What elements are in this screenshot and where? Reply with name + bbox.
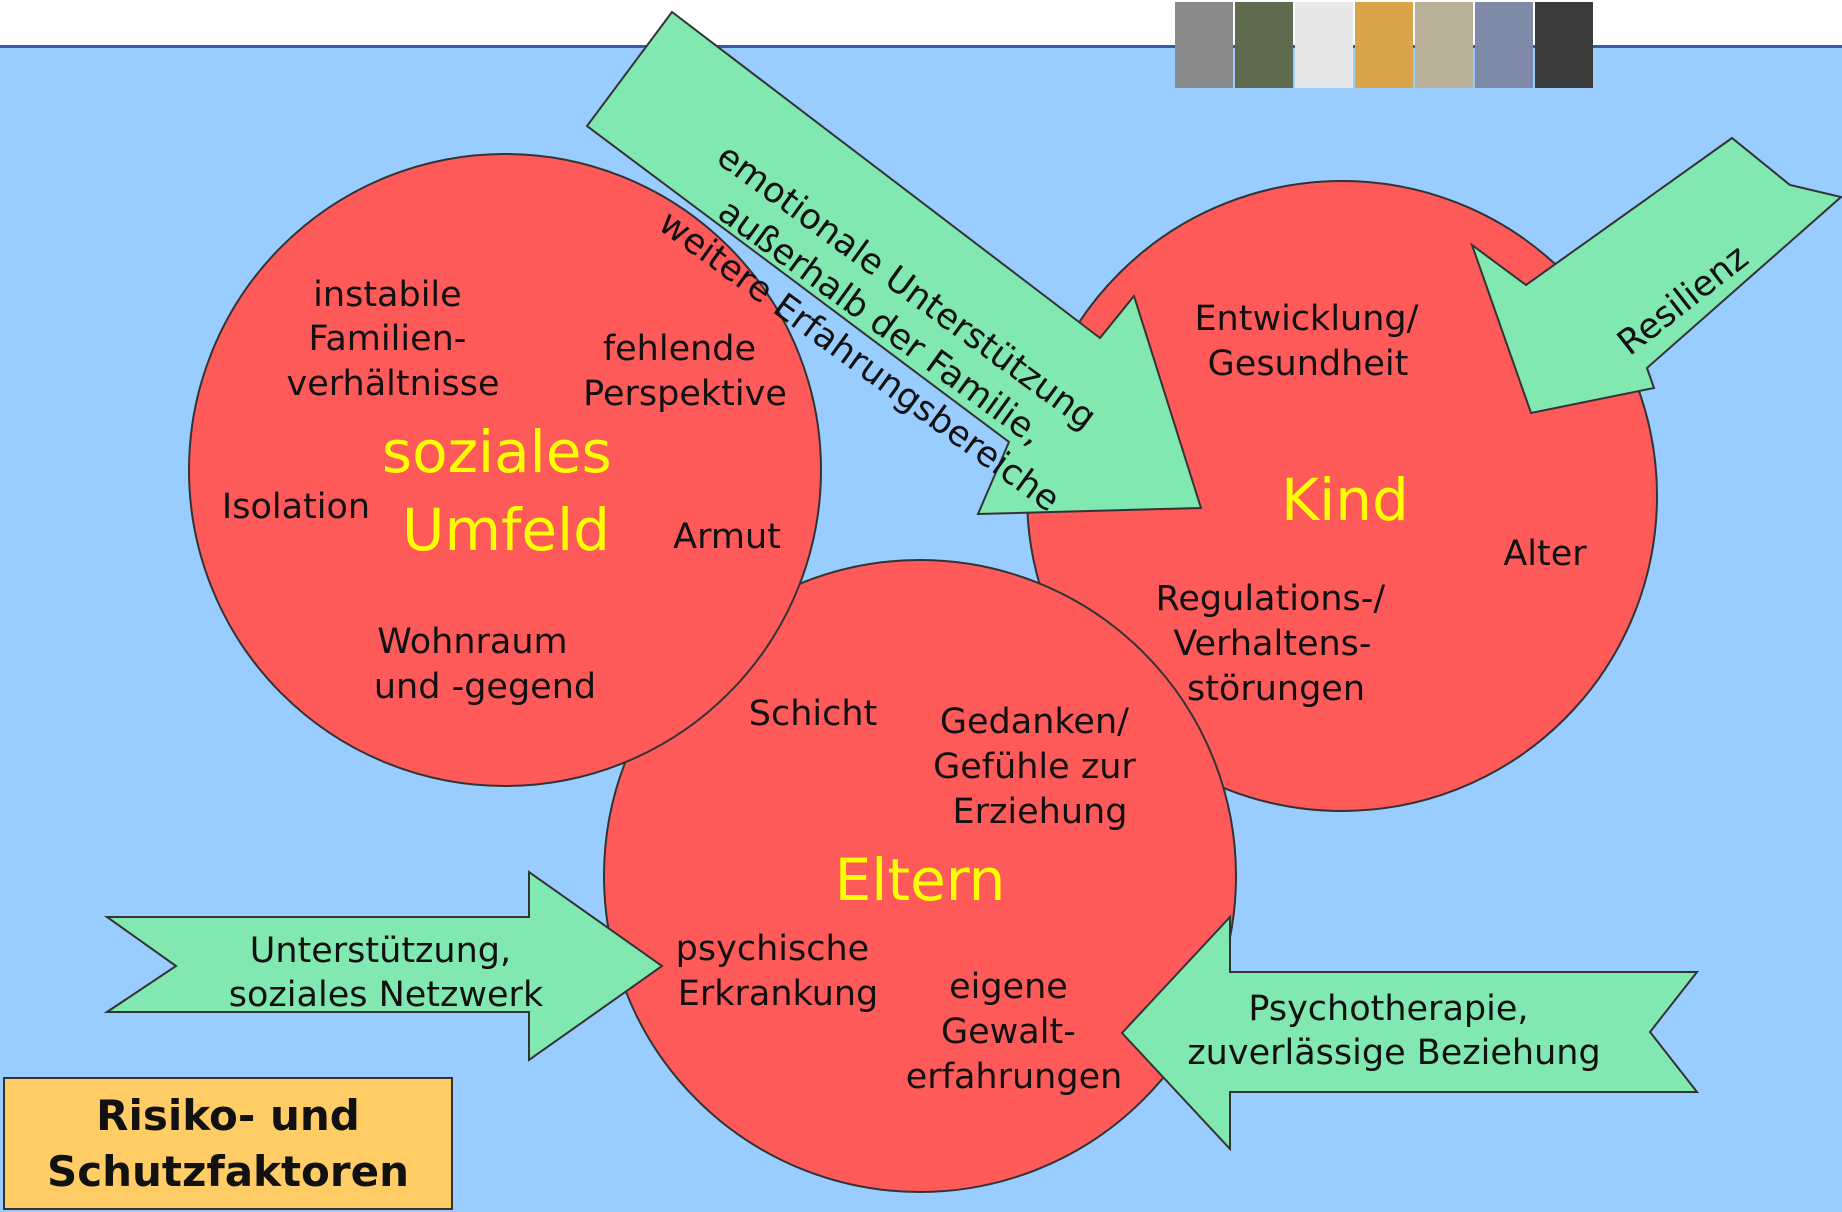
circle-eltern <box>603 559 1237 1193</box>
title-line: Schutzfaktoren <box>46 1146 410 1196</box>
label-line: störungen <box>1187 669 1365 709</box>
handcuffs-photo-icon <box>1535 2 1593 88</box>
label-gedanken-gefuehle: Gedanken/ Gefühle zur Erziehung <box>933 702 1147 832</box>
label-line: instabile <box>313 275 462 315</box>
label-isolation: Isolation <box>222 487 370 527</box>
label-line: Wohnraum <box>377 622 567 662</box>
label-line: Gesundheit <box>1208 344 1409 384</box>
label-fehlende-perspektive: fehlende Perspektive <box>583 329 787 414</box>
header-rule <box>0 45 1842 48</box>
label-line: Gewalt- <box>941 1012 1076 1052</box>
umfeld-title: soziales Umfeld <box>382 418 630 564</box>
arrow-layer <box>103 10 1842 1152</box>
label-instabile-familienverhaeltnisse: instabile Familien- verhältnisse <box>286 275 499 404</box>
arrow-text-line: Psychotherapie, <box>1248 989 1528 1029</box>
circle-text-layer: soziales Umfeld instabile Familien- verh… <box>222 275 1587 1097</box>
arrow-social-network <box>103 870 664 1062</box>
label-line: Gefühle zur <box>933 747 1136 787</box>
circle-layer <box>188 153 1658 1193</box>
label-regulationsstoerungen: Regulations-/ Verhaltens- störungen <box>1156 579 1397 709</box>
arrow-text-line: zuverlässige Beziehung <box>1187 1033 1600 1073</box>
label-line: psychische <box>676 929 870 969</box>
label-line: Erziehung <box>953 792 1128 832</box>
label-line: Perspektive <box>583 374 787 414</box>
documents-photo-icon <box>1415 2 1473 88</box>
diagram-title-box: Risiko- und Schutzfaktoren <box>3 1077 453 1210</box>
label-line: erfahrungen <box>906 1057 1123 1097</box>
umfeld-title-line: soziales <box>382 418 612 486</box>
hands-photo-icon <box>1175 2 1233 88</box>
arrow-resilienz <box>1469 136 1842 415</box>
arrow-psychotherapy <box>1120 914 1700 1152</box>
label-line: Erkrankung <box>678 974 879 1014</box>
umfeld-title-line: Umfeld <box>402 496 610 564</box>
label-alter: Alter <box>1503 534 1587 574</box>
label-armut: Armut <box>673 517 781 557</box>
teddy-bear-photo-icon <box>1355 2 1413 88</box>
stick-figures-photo-icon <box>1295 2 1353 88</box>
label-schicht: Schicht <box>749 694 878 734</box>
eltern-title: Eltern <box>835 846 1006 914</box>
label-line: Regulations-/ <box>1156 579 1386 619</box>
label-line: Entwicklung/ <box>1194 299 1418 339</box>
arrow-text-line: soziales Netzwerk <box>229 975 544 1015</box>
diagram-title: Risiko- und Schutzfaktoren <box>47 1088 409 1200</box>
label-line: Familien- <box>308 319 466 359</box>
arrow-text-line: Unterstützung, <box>250 931 511 971</box>
title-line: Risiko- und <box>96 1090 360 1140</box>
kind-title: Kind <box>1281 466 1409 534</box>
label-line: fehlende <box>603 329 756 369</box>
label-line: Verhaltens- <box>1173 624 1371 664</box>
label-line: und -gegend <box>374 667 596 707</box>
paragraph-photo-icon <box>1475 2 1533 88</box>
label-gewalterfahrungen: eigene Gewalt- erfahrungen <box>906 967 1123 1097</box>
arrow-therapie-text: Psychotherapie, zuverlässige Beziehung <box>1187 989 1600 1073</box>
label-line: verhältnisse <box>286 364 499 404</box>
parent-child-photo-icon <box>1235 2 1293 88</box>
photo-strip <box>1175 2 1595 88</box>
label-entwicklung-gesundheit: Entwicklung/ Gesundheit <box>1194 299 1429 384</box>
label-wohnraum: Wohnraum und -gegend <box>374 622 596 707</box>
arrow-netzwerk-text: Unterstützung, soziales Netzwerk <box>229 931 544 1015</box>
label-line: Gedanken/ <box>940 702 1129 742</box>
label-line: eigene <box>949 967 1068 1007</box>
circle-soziales-umfeld <box>188 153 822 787</box>
label-psychische-erkrankung: psychische Erkrankung <box>676 929 881 1014</box>
arrow-emotional-support <box>585 10 1203 516</box>
